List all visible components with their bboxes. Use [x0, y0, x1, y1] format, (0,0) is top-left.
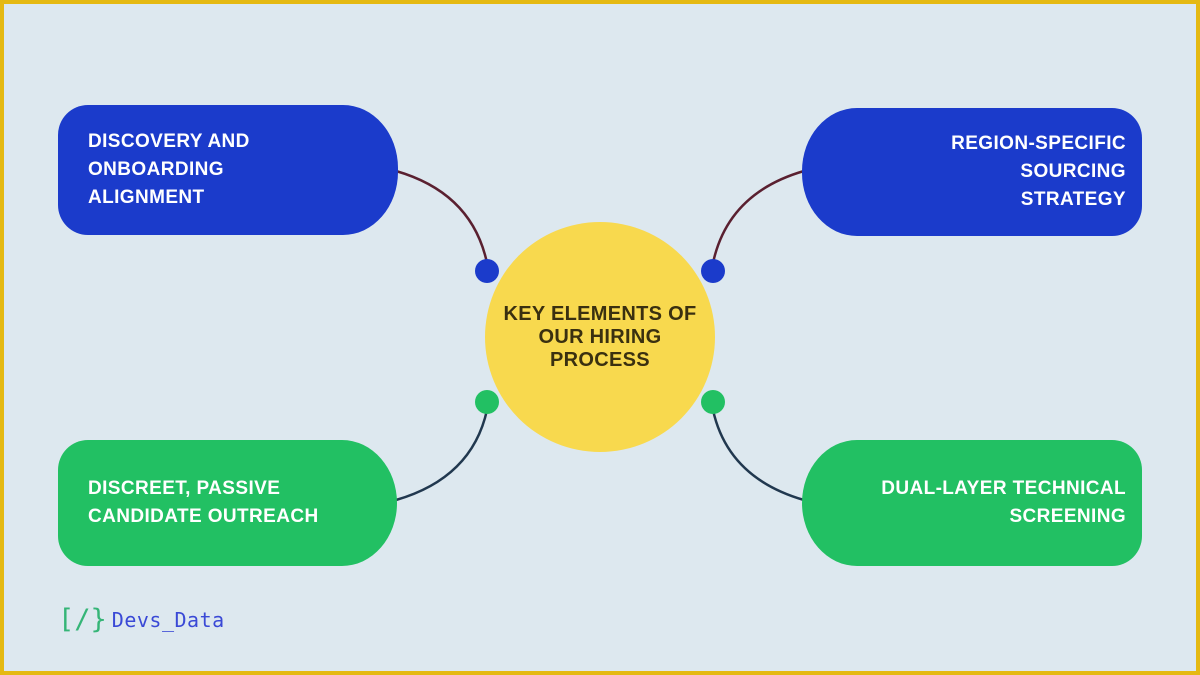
logo-wordmark: Devs_Data [111, 608, 225, 632]
node-dual-layer-screening: DUAL-LAYER TECHNICAL SCREENING [802, 440, 1142, 566]
node-discreet-outreach: DISCREET, PASSIVE CANDIDATE OUTREACH [58, 440, 397, 566]
code-brackets-icon: [/} [58, 604, 107, 635]
node-label: DISCREET, PASSIVE CANDIDATE OUTREACH [88, 478, 319, 527]
connector-bottom-right [711, 409, 805, 502]
node-discovery-onboarding: DISCOVERY AND ONBOARDING ALIGNMENT [58, 105, 398, 235]
dot-bottom-right [701, 390, 725, 414]
dot-bottom-left [475, 390, 499, 414]
node-region-sourcing: REGION-SPECIFIC SOURCING STRATEGY [802, 108, 1142, 236]
center-circle: KEY ELEMENTS OF OUR HIRING PROCESS [485, 222, 715, 452]
dot-top-left [475, 259, 499, 283]
connector-bottom-left [395, 409, 489, 502]
connector-top-right [711, 169, 805, 264]
node-label: DISCOVERY AND ONBOARDING ALIGNMENT [88, 131, 250, 208]
devsdata-logo: [/} Devs_Data [58, 602, 225, 638]
connector-top-left [395, 169, 489, 264]
node-label: REGION-SPECIFIC SOURCING STRATEGY [951, 133, 1126, 210]
center-title: KEY ELEMENTS OF OUR HIRING PROCESS [503, 302, 697, 371]
dot-top-right [701, 259, 725, 283]
node-label: DUAL-LAYER TECHNICAL SCREENING [881, 478, 1126, 527]
